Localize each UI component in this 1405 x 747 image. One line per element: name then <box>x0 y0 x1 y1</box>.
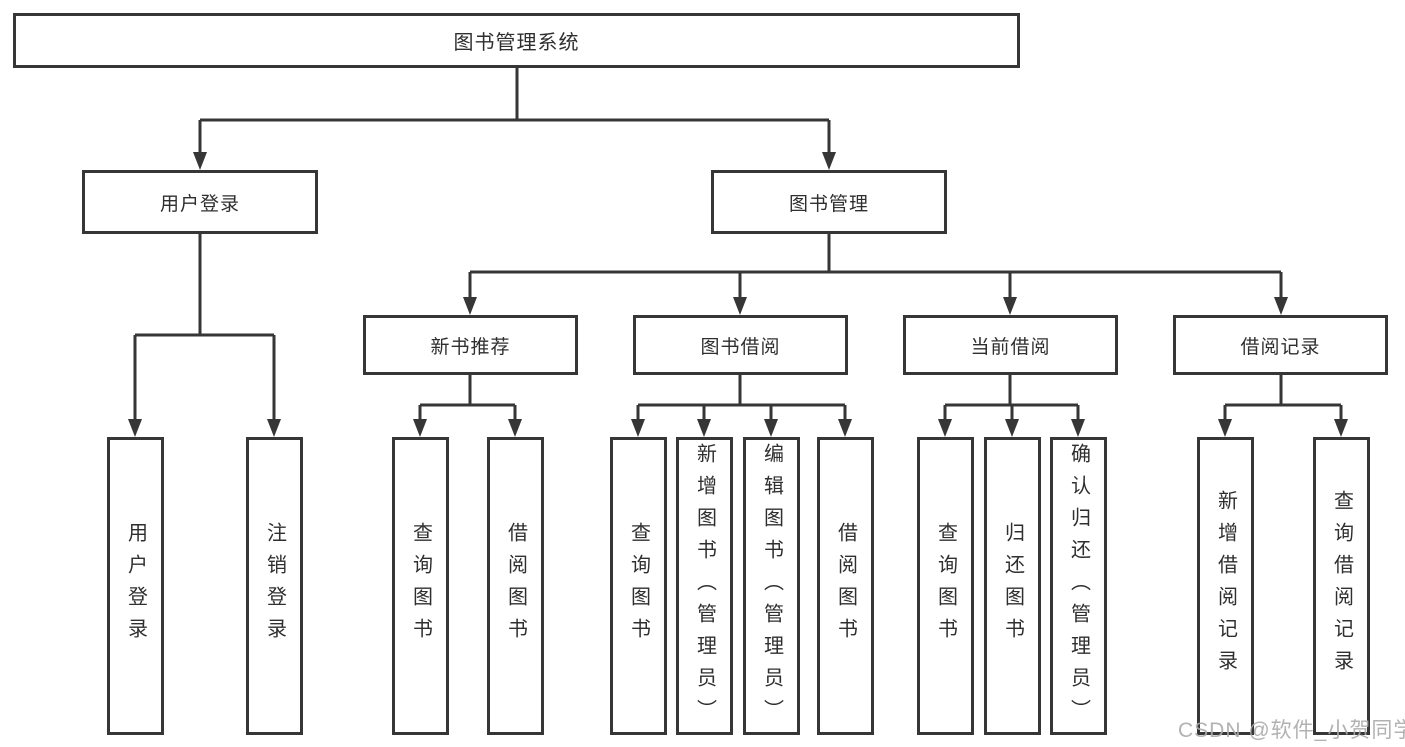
node-label: 当前借阅 <box>970 336 1051 358</box>
leaf-user-login: 用户登录 <box>107 437 164 735</box>
arrow-down-icon <box>413 419 427 437</box>
node-label: 图书管理 <box>788 193 869 215</box>
arrow-down-icon <box>463 297 477 315</box>
arrow-down-icon <box>697 419 711 437</box>
leaf-query-borrow-record: 查询借阅记录 <box>1313 437 1370 735</box>
leaf-query-books-borrow: 查询图书 <box>610 437 667 735</box>
node-borrow-records: 借阅记录 <box>1173 315 1388 375</box>
leaf-borrow-books: 借阅图书 <box>817 437 874 735</box>
arrow-down-icon <box>733 297 747 315</box>
node-label: 图书管理系统 <box>453 32 580 54</box>
leaf-edit-book-admin: 编辑图书（管理员） <box>743 437 800 735</box>
node-label: 新增图书（管理员） <box>693 443 716 731</box>
arrow-down-icon <box>1218 419 1232 437</box>
node-label: 用户登录 <box>159 193 240 215</box>
node-label: 用户登录 <box>124 522 147 650</box>
node-label: 新书推荐 <box>430 336 511 358</box>
node-label: 查询借阅记录 <box>1330 490 1353 682</box>
watermark: CSDN @软件_小贺同学 <box>1178 719 1405 742</box>
arrow-down-icon <box>128 419 142 437</box>
node-label: 确认归还（管理员） <box>1067 443 1090 731</box>
leaf-add-book-admin: 新增图书（管理员） <box>676 437 733 735</box>
arrow-down-icon <box>838 419 852 437</box>
arrow-down-icon <box>1071 419 1085 437</box>
node-label: 查询图书 <box>409 522 432 650</box>
node-new-book-recommend: 新书推荐 <box>363 315 578 375</box>
arrow-down-icon <box>1334 419 1348 437</box>
leaf-borrow-books-recommend: 借阅图书 <box>487 437 544 735</box>
node-label: 借阅图书 <box>834 522 857 650</box>
node-library-management-system: 图书管理系统 <box>13 13 1020 68</box>
arrow-down-icon <box>1005 419 1019 437</box>
node-book-borrow: 图书借阅 <box>633 315 848 375</box>
leaf-logout-login: 注销登录 <box>246 437 303 735</box>
leaf-add-borrow-record: 新增借阅记录 <box>1197 437 1254 735</box>
arrow-down-icon <box>631 419 645 437</box>
leaf-query-books-recommend: 查询图书 <box>392 437 449 735</box>
node-book-management: 图书管理 <box>711 170 947 234</box>
node-user-login: 用户登录 <box>82 170 318 234</box>
arrow-down-icon <box>267 419 281 437</box>
node-label: 新增借阅记录 <box>1214 490 1237 682</box>
arrow-down-icon <box>822 152 836 170</box>
node-label: 编辑图书（管理员） <box>760 443 783 731</box>
node-label: 图书借阅 <box>700 336 781 358</box>
arrow-down-icon <box>764 419 778 437</box>
node-current-borrow: 当前借阅 <box>903 315 1118 375</box>
node-label: 查询图书 <box>627 522 650 650</box>
leaf-return-book: 归还图书 <box>984 437 1041 735</box>
arrow-down-icon <box>1003 297 1017 315</box>
node-label: 借阅记录 <box>1240 336 1321 358</box>
arrowhead-icons <box>128 152 1348 437</box>
node-label: 归还图书 <box>1001 522 1024 650</box>
node-label: 注销登录 <box>263 522 286 650</box>
arrow-down-icon <box>1274 297 1288 315</box>
node-label: 查询图书 <box>934 522 957 650</box>
arrow-down-icon <box>508 419 522 437</box>
arrow-down-icon <box>193 152 207 170</box>
arrow-down-icon <box>938 419 952 437</box>
node-label: 借阅图书 <box>504 522 527 650</box>
leaf-query-books-current: 查询图书 <box>917 437 974 735</box>
leaf-confirm-return-admin: 确认归还（管理员） <box>1050 437 1107 735</box>
